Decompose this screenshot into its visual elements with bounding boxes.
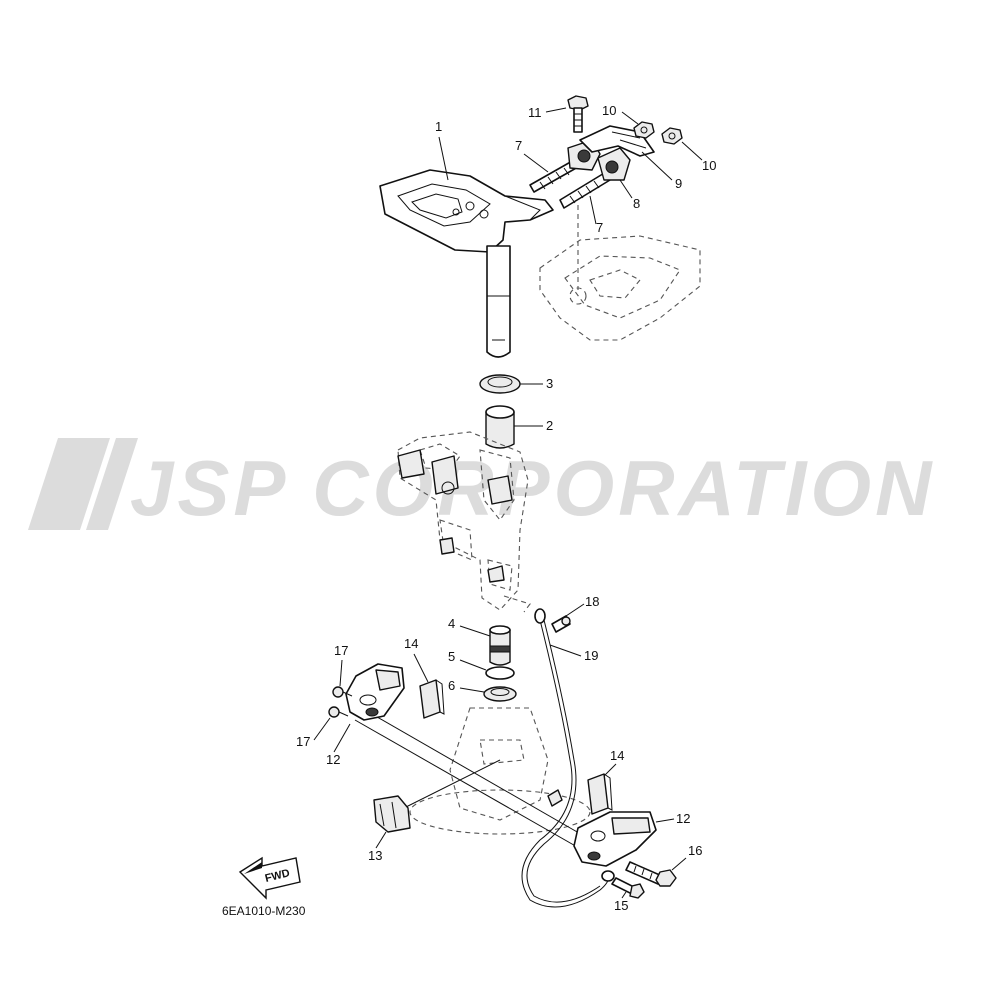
callout-number-c17b: 17 [296,734,310,749]
lower-mount-shaft [354,709,606,861]
callout-8: 8 [619,179,640,211]
callout-3: 3 [520,376,553,391]
screw-part-17-upper[interactable] [332,686,353,698]
screw-part-18[interactable] [551,615,571,633]
callout-number-c10b: 10 [702,158,716,173]
callout-number-c12a: 12 [326,752,340,767]
watermark: JSP CORPORATION [28,438,935,532]
bushing-part-6[interactable] [483,686,517,702]
callout-number-c4: 4 [448,616,455,631]
callout-number-c19: 19 [584,648,598,663]
callout-number-c3: 3 [546,376,553,391]
callout-14-left: 14 [404,636,429,683]
callout-10-left: 10 [602,103,639,125]
callout-number-c1: 1 [435,119,442,134]
callout-7-upper: 7 [515,138,549,173]
diagram-reference-code: 6EA1010-M230 [222,904,306,918]
callout-12-left: 12 [326,723,351,767]
callout-number-c11: 11 [528,105,542,120]
callout-number-c15: 15 [614,898,628,913]
callout-number-c6: 6 [448,678,455,693]
callout-number-c17a: 17 [334,643,348,658]
callout-18: 18 [565,594,599,617]
bolt-part-15[interactable] [611,877,645,899]
watermark-logo-mark [28,438,138,530]
plate-part-13[interactable] [373,795,411,833]
fwd-arrow-icon: FWD [238,856,301,900]
callout-17-upper: 17 [334,643,348,687]
callout-16: 16 [671,843,702,871]
callout-5: 5 [448,649,487,671]
bushing-part-2[interactable] [485,405,515,449]
ground-lead-part-19[interactable] [521,608,615,908]
callout-number-c13: 13 [368,848,382,863]
bushing-part-3[interactable] [479,374,521,394]
callout-number-c9: 9 [675,176,682,191]
callout-12-right: 12 [655,811,690,826]
bolt-part-11[interactable] [567,95,589,133]
callout-number-c14b: 14 [610,748,624,763]
o-ring-part-5[interactable] [485,666,515,680]
callout-6: 6 [448,678,485,693]
callout-9: 9 [641,151,682,191]
stopper-part-14-left[interactable] [419,679,445,719]
lower-bracket-part-12-right[interactable] [573,811,657,867]
callout-number-c8: 8 [633,196,640,211]
fwd-label: FWD [264,867,291,885]
callout-14-right: 14 [603,748,624,777]
stopper-part-14-right[interactable] [587,773,613,815]
bushing-part-4[interactable] [489,625,511,666]
watermark-text: JSP CORPORATION [130,444,935,532]
callout-number-c14a: 14 [404,636,418,651]
swivel-bracket-ghost [397,431,531,613]
steering-arm-part-1[interactable] [379,169,554,358]
bolt-part-7-lower[interactable] [559,171,611,209]
callout-13: 13 [368,831,387,863]
swivel-bracket-detail [397,449,513,583]
callout-number-c18: 18 [585,594,599,609]
callout-4: 4 [448,616,491,637]
bolt-part-16[interactable] [625,861,677,887]
callout-17-lower: 17 [296,717,331,749]
callout-7-lower: 7 [589,195,603,235]
callout-number-c12b: 12 [676,811,690,826]
lower-bracket-part-12-left[interactable] [345,663,405,721]
lower-mount-ghost [409,707,591,835]
callout-10-right: 10 [681,141,716,173]
callout-1: 1 [435,119,449,181]
upper-mount-housing-ghost [539,235,701,341]
callout-2: 2 [514,418,553,433]
callout-number-c7a: 7 [515,138,522,153]
callout-number-c5: 5 [448,649,455,664]
callout-19: 19 [549,644,598,663]
callout-number-c7b: 7 [596,220,603,235]
callout-number-c2: 2 [546,418,553,433]
nut-part-10-left[interactable] [633,121,655,139]
nut-part-10-right[interactable] [661,127,683,145]
callout-number-c16: 16 [688,843,702,858]
callout-11: 11 [528,105,567,120]
callout-number-c10a: 10 [602,103,616,118]
screw-part-17-lower[interactable] [328,706,349,718]
callout-15: 15 [614,891,628,913]
